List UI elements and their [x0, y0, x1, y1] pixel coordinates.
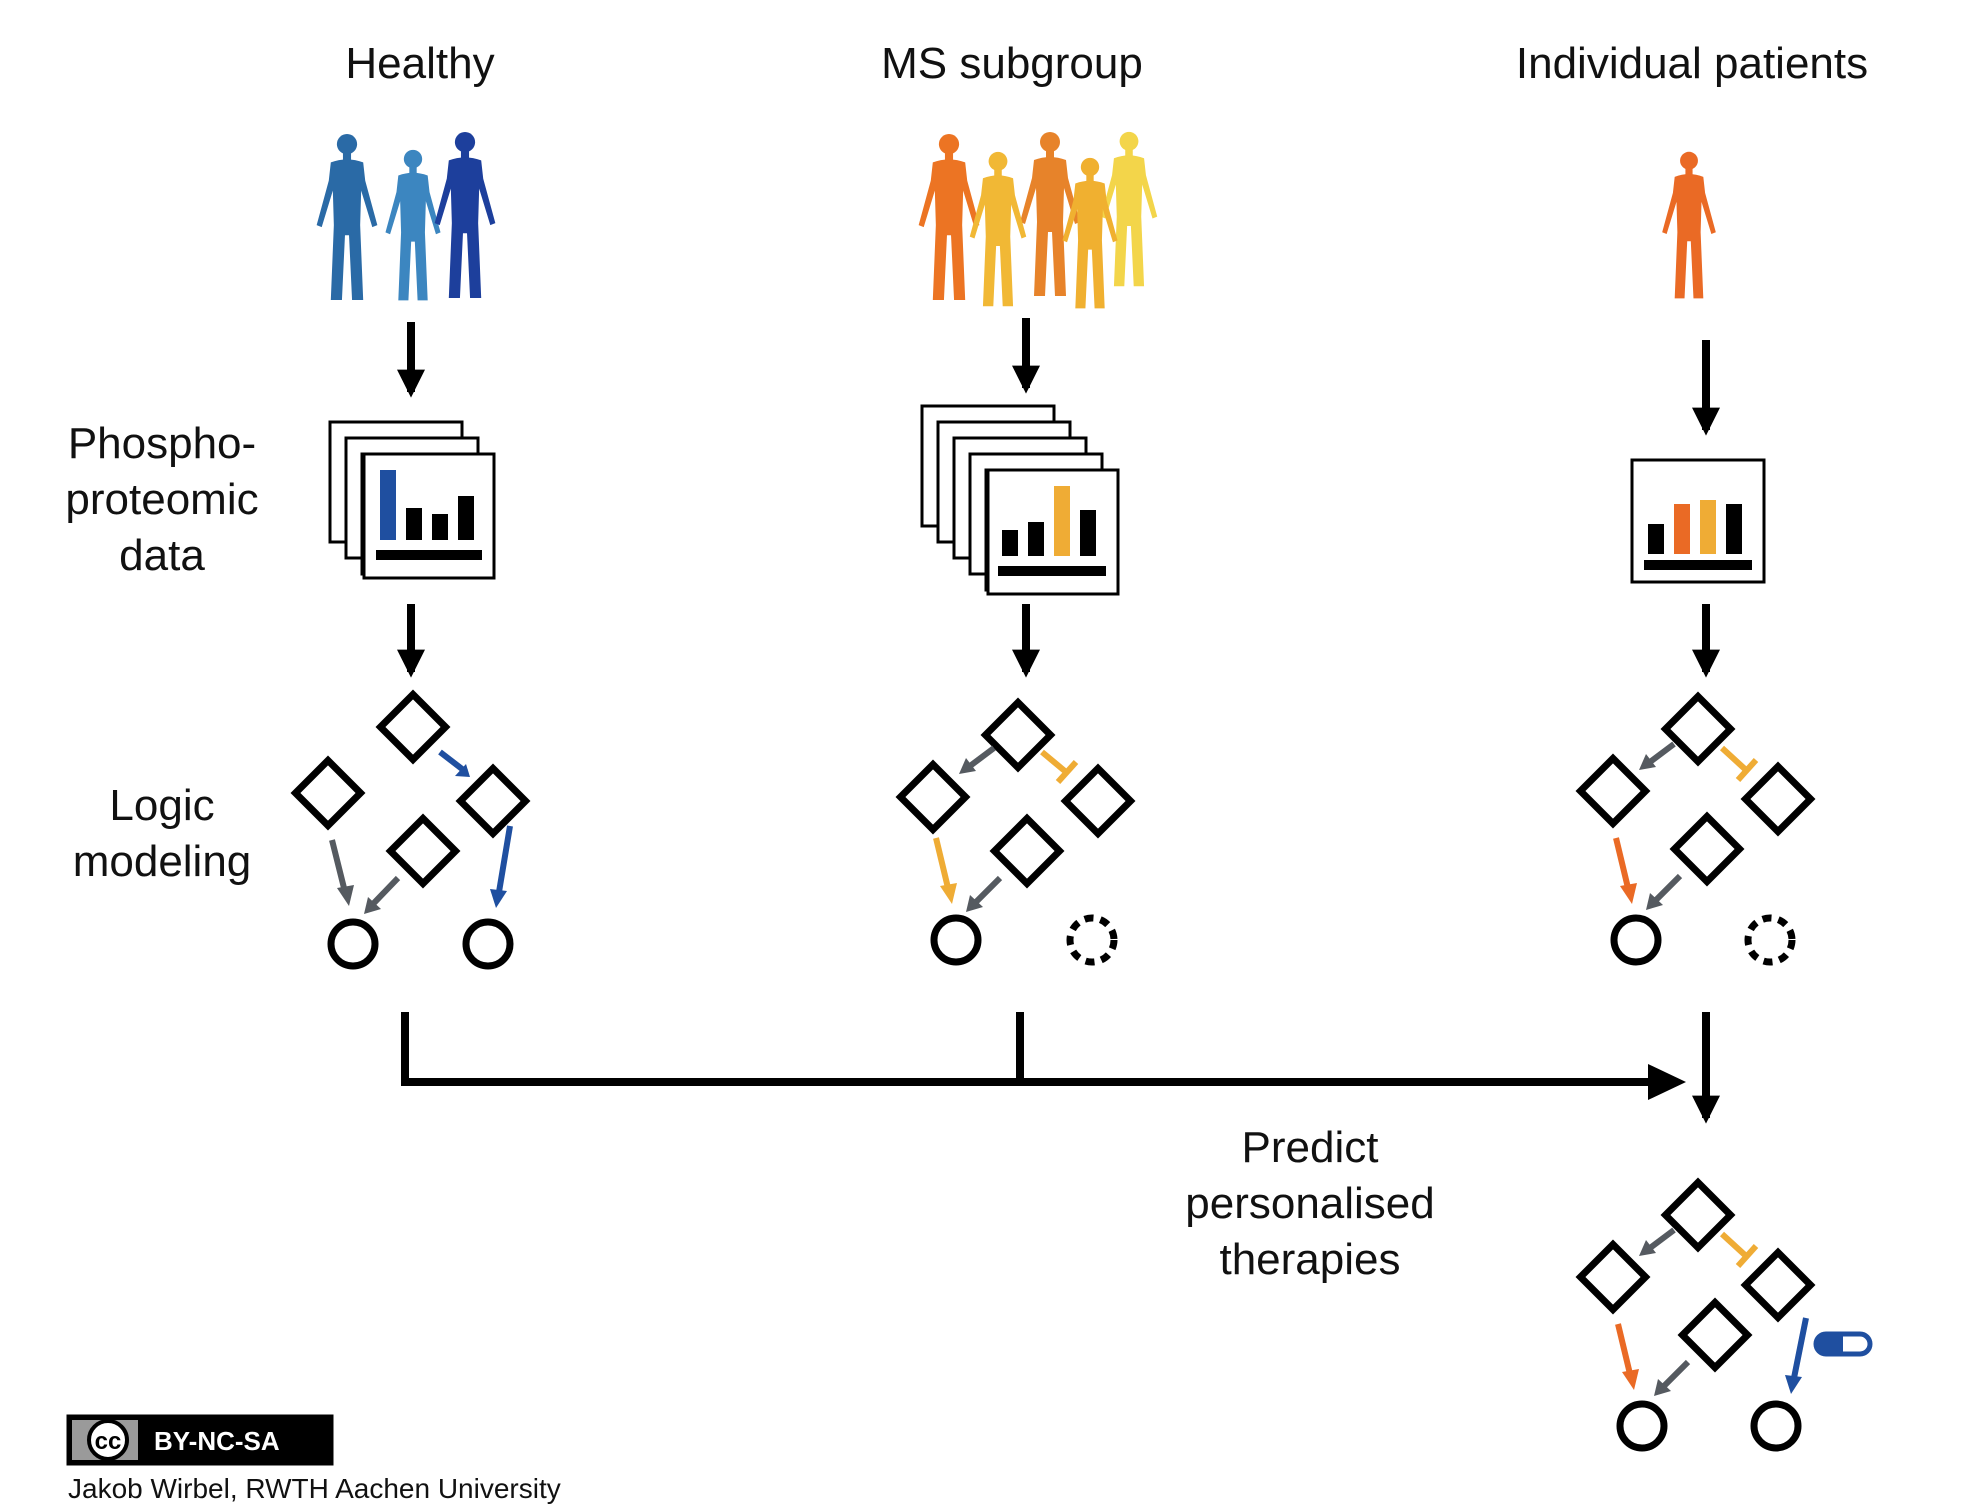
- healthy-person-1: [316, 134, 378, 300]
- node-middle: [1669, 811, 1745, 887]
- row-label-model-line2: modeling: [73, 837, 252, 886]
- output-node-1: [327, 918, 379, 970]
- prediction-label-line2: personalised: [1185, 1179, 1435, 1228]
- edge-right-out2: [1791, 1317, 1809, 1379]
- ms-network: [895, 697, 1136, 966]
- ms-bar-2: [1028, 522, 1044, 556]
- individual-network: [1575, 691, 1816, 966]
- node-middle: [1677, 1297, 1753, 1373]
- ms-person-4: [1062, 157, 1118, 309]
- healthy-bar-base: [376, 550, 482, 560]
- arrows-people-to-data: [397, 318, 1720, 436]
- row-label-model-line1: Logic: [109, 781, 214, 830]
- edge-left-out1: [329, 839, 348, 893]
- cc-logo-text: cc: [95, 1428, 122, 1455]
- drug-pill-icon: [1813, 1331, 1873, 1357]
- ms-bar-3: [1054, 486, 1070, 556]
- cc-logo-icon: [87, 1419, 129, 1461]
- indiv-bar-4: [1726, 504, 1742, 554]
- healthy-bar-3: [432, 514, 448, 540]
- indiv-bar-3: [1700, 500, 1716, 554]
- prediction-label-line1: Predict: [1242, 1123, 1379, 1172]
- healthy-people-group: [316, 132, 496, 301]
- edge-top-left: [1648, 741, 1676, 765]
- credit-line: Jakob Wirbel, RWTH Aachen University: [68, 1473, 561, 1504]
- ms-bar-base: [998, 566, 1106, 576]
- edge-top-left: [968, 745, 996, 769]
- healthy-person-2: [385, 149, 441, 301]
- row-label-data-line1: Phospho-: [68, 419, 256, 468]
- indiv-bar-1: [1648, 524, 1664, 554]
- edge-mid-out1: [1661, 1359, 1691, 1389]
- node-right: [455, 763, 531, 839]
- output-node-2: [462, 918, 514, 970]
- edge-top-right-inhibit: [1040, 749, 1068, 775]
- node-left: [1575, 1239, 1651, 1315]
- column-title-ms-subgroup: MS subgroup: [881, 39, 1143, 88]
- ms-person-2: [969, 151, 1027, 307]
- ms-bar-4: [1080, 510, 1096, 556]
- node-left: [1575, 753, 1651, 829]
- arrows-data-to-model: [397, 604, 1720, 678]
- edge-mid-out1: [1653, 873, 1683, 903]
- node-left: [290, 755, 366, 831]
- column-title-individual-patients: Individual patients: [1516, 39, 1868, 88]
- node-left: [895, 759, 971, 835]
- connector-arrowhead: [1648, 1064, 1686, 1100]
- node-top: [1660, 691, 1736, 767]
- node-middle: [989, 813, 1065, 889]
- node-right: [1060, 763, 1136, 839]
- combine-connector: [401, 1012, 1720, 1124]
- node-top: [980, 697, 1056, 773]
- output-node-1: [1616, 1400, 1668, 1452]
- node-right: [1740, 1247, 1816, 1323]
- row-label-data-line2: proteomic: [65, 475, 258, 524]
- output-node-1: [1610, 914, 1662, 966]
- column-title-healthy: Healthy: [345, 39, 494, 88]
- healthy-person-3: [434, 132, 496, 298]
- edge-top-right: [438, 749, 468, 775]
- indiv-bar-2: [1674, 504, 1690, 554]
- ms-bar-1: [1002, 530, 1018, 556]
- healthy-bar-4: [458, 496, 474, 540]
- license-text: BY-NC-SA: [154, 1426, 280, 1456]
- ms-people-group: [918, 131, 1158, 309]
- healthy-bar-1: [380, 470, 396, 540]
- node-right: [1740, 761, 1816, 837]
- indiv-bar-base: [1644, 560, 1752, 570]
- edge-top-left: [1648, 1227, 1676, 1251]
- edge-left-out1: [1613, 837, 1631, 889]
- output-node-1: [930, 914, 982, 966]
- output-node-inactive: [1744, 914, 1796, 966]
- prediction-label-line3: therapies: [1219, 1235, 1400, 1284]
- edge-left-out1: [1615, 1323, 1633, 1375]
- node-middle: [385, 813, 461, 889]
- output-node-2: [1750, 1400, 1802, 1452]
- row-label-data-line3: data: [119, 531, 205, 580]
- connector-line: [401, 1012, 1660, 1086]
- individual-person: [1662, 151, 1716, 299]
- edge-right-out2: [496, 825, 513, 893]
- ms-person-5: [1100, 131, 1158, 287]
- edge-top-right-inhibit: [1719, 1231, 1749, 1259]
- individual-data-card: [1630, 458, 1766, 584]
- healthy-network: [290, 689, 531, 970]
- healthy-data-stack: [328, 420, 496, 580]
- edge-top-right-inhibit: [1719, 745, 1749, 773]
- edge-mid-out1: [370, 875, 401, 907]
- predicted-network: [1575, 1177, 1873, 1452]
- ms-person-1: [918, 134, 980, 300]
- edge-mid-out1: [973, 875, 1003, 905]
- ms-data-stack: [920, 404, 1120, 596]
- node-top: [1660, 1177, 1736, 1253]
- healthy-bar-2: [406, 508, 422, 540]
- output-node-inactive: [1066, 914, 1118, 966]
- license-badge: cc BY-NC-SA: [66, 1414, 334, 1466]
- edge-left-out1: [933, 837, 951, 889]
- node-top: [375, 689, 451, 765]
